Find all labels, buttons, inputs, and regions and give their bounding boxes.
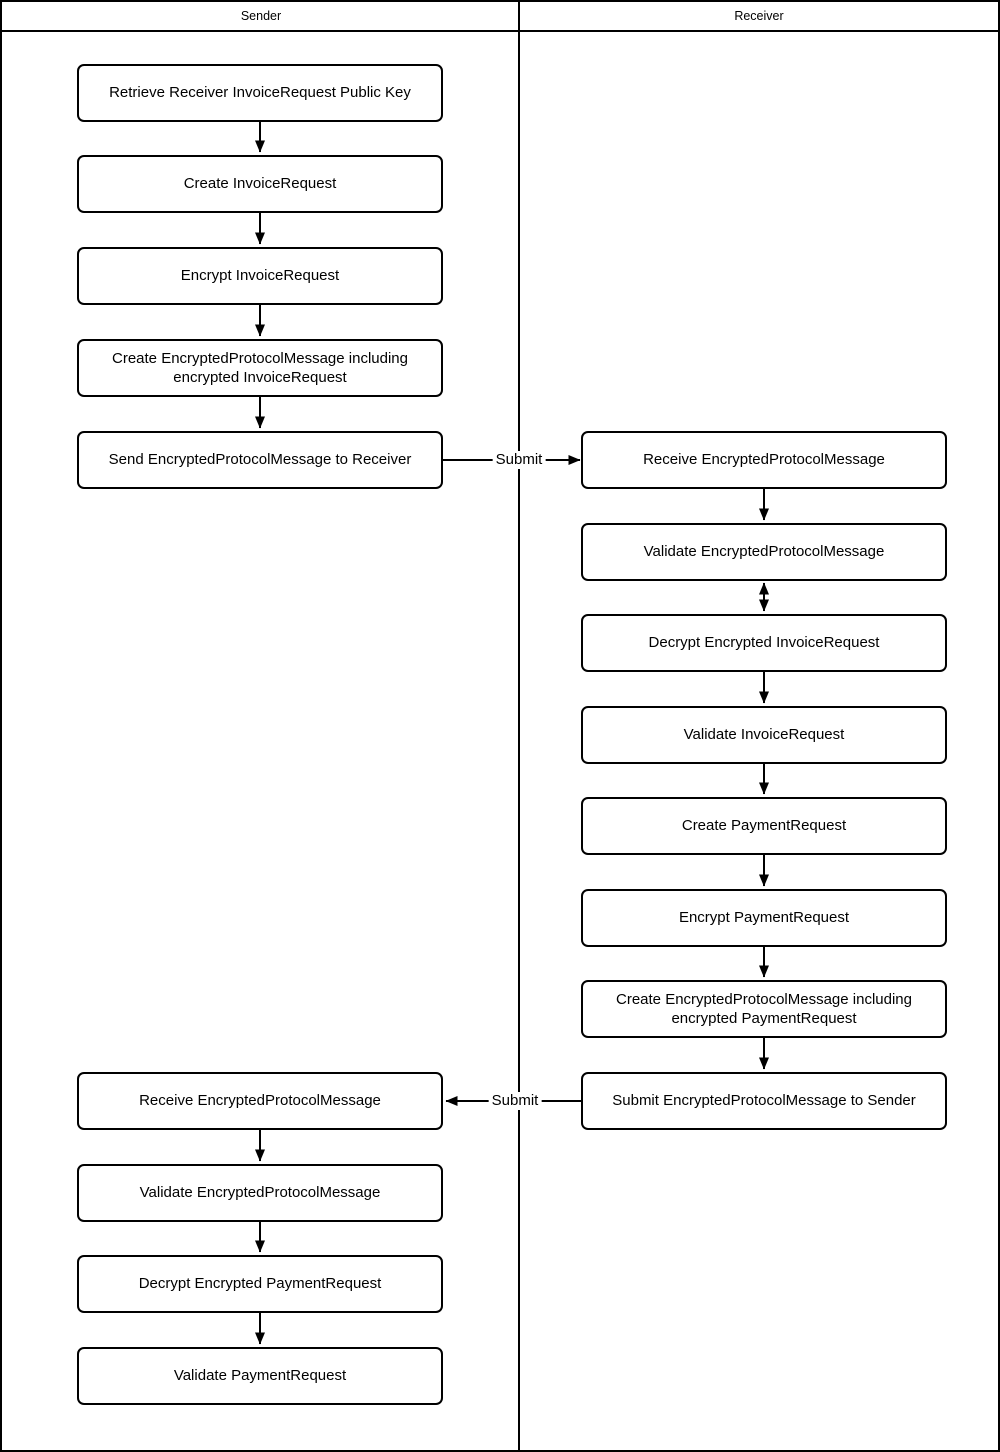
step-sender-receive-encryptedprotocolmessage: Receive EncryptedProtocolMessage [77,1072,443,1130]
step-create-paymentrequest: Create PaymentRequest [581,797,947,855]
step-decrypt-encrypted-invoicerequest: Decrypt Encrypted InvoiceRequest [581,614,947,672]
step-validate-paymentrequest: Validate PaymentRequest [77,1347,443,1405]
step-create-encryptedprotocolmessage-payment: Create EncryptedProtocolMessage includin… [581,980,947,1038]
step-decrypt-encrypted-paymentrequest: Decrypt Encrypted PaymentRequest [77,1255,443,1313]
label-submit-forward: Submit [492,451,546,469]
swimlane-divider [518,2,520,1450]
step-receiver-receive-encryptedprotocolmessage: Receive EncryptedProtocolMessage [581,431,947,489]
lane-header-sender: Sender [240,9,282,23]
step-retrieve-receiver-public-key: Retrieve Receiver InvoiceRequest Public … [77,64,443,122]
step-create-invoicerequest: Create InvoiceRequest [77,155,443,213]
step-sender-validate-encryptedprotocolmessage: Validate EncryptedProtocolMessage [77,1164,443,1222]
header-divider-line [2,30,998,32]
step-encrypt-paymentrequest: Encrypt PaymentRequest [581,889,947,947]
step-submit-encryptedprotocolmessage: Submit EncryptedProtocolMessage to Sende… [581,1072,947,1130]
step-create-encryptedprotocolmessage-invoice: Create EncryptedProtocolMessage includin… [77,339,443,397]
label-submit-return: Submit [488,1092,542,1110]
step-receiver-validate-encryptedprotocolmessage: Validate EncryptedProtocolMessage [581,523,947,581]
step-validate-invoicerequest: Validate InvoiceRequest [581,706,947,764]
step-send-encryptedprotocolmessage: Send EncryptedProtocolMessage to Receive… [77,431,443,489]
step-encrypt-invoicerequest: Encrypt InvoiceRequest [77,247,443,305]
lane-header-receiver: Receiver [734,9,784,23]
